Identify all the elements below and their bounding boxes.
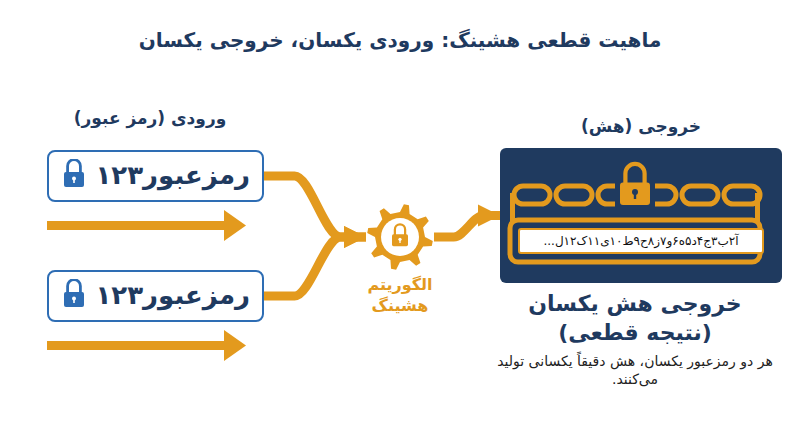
column-header: خروجی (هش) <box>500 116 782 136</box>
flow-arrow <box>264 237 366 296</box>
gear-shape <box>366 203 434 271</box>
password-box: رمزعبور۱۲۳ <box>47 270 264 322</box>
diagram-title: ماهیت قطعی هشینگ: ورودی یکسان، خروجی یکس… <box>0 28 800 52</box>
hash-output-panel: خروجی (هش)آ۲ب۳ج۴د۵ه۶و۷ز۸ح۹ط۱۰ی۱۱ک۱۲ل... <box>500 148 782 283</box>
password-text: رمزعبور۱۲۳ <box>96 152 251 199</box>
lock-icon <box>59 159 89 193</box>
hashing-gear: الگوریتم هشینگ <box>366 203 434 271</box>
password-box: رمزعبور۱۲۳ <box>47 150 264 202</box>
input-arrow <box>47 330 246 361</box>
hash-text: آ۲ب۳ج۴د۵ه۶و۷ز۸ح۹ط۱۰ی۱۱ک۱۲ل... <box>520 230 762 252</box>
column-header: ورودی (رمز عبور) <box>40 107 260 129</box>
algorithm-label: الگوریتم هشینگ <box>350 275 450 317</box>
flow-arrow <box>434 216 500 238</box>
input-arrow <box>47 210 246 241</box>
result-heading: خروجی هش یکسان (نتیجه قطعی) <box>495 290 775 347</box>
lock-icon <box>59 279 89 313</box>
chain-illustration <box>500 148 770 283</box>
hash-value-strip: آ۲ب۳ج۴د۵ه۶و۷ز۸ح۹ط۱۰ی۱۱ک۱۲ل... <box>518 228 764 254</box>
password-text: رمزعبور۱۲۳ <box>96 272 251 319</box>
flow-arrow <box>264 176 366 237</box>
explanation-note: هر دو رمزعبور یکسان، هش دقیقاً یکسانی تو… <box>485 352 785 388</box>
